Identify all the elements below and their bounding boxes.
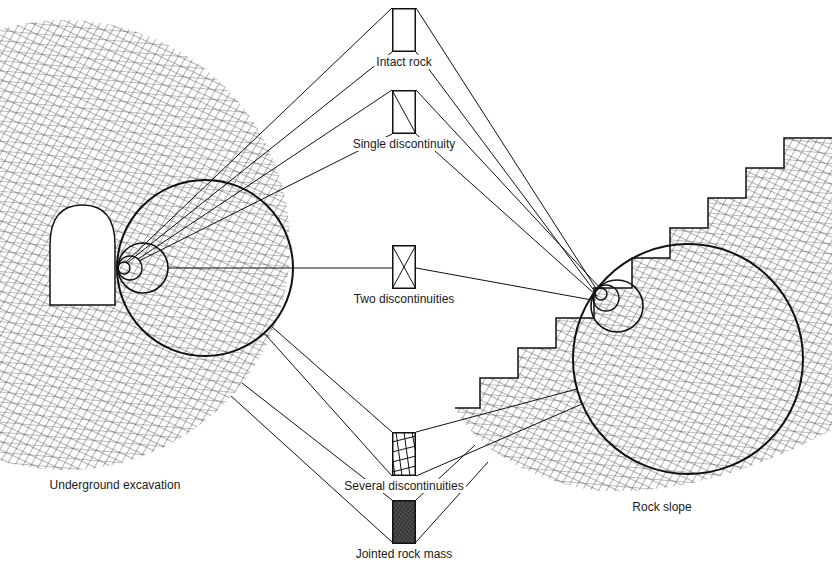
tunnel-opening (50, 205, 115, 305)
rock-sample (392, 245, 416, 289)
sample-label: Jointed rock mass (354, 547, 455, 561)
rock-sample (392, 90, 416, 134)
rock-sample-box: Two discontinuities (319, 245, 489, 306)
rock-sample (392, 8, 416, 52)
sample-label: Two discontinuities (352, 292, 457, 306)
slope-rock-mass (455, 138, 832, 491)
scale-circles (573, 244, 803, 474)
jointed-rock-disc (0, 20, 290, 470)
figure-label: Underground excavation (48, 478, 183, 492)
leader-lines (416, 8, 600, 542)
rock-sample-box: Several discontinuities (319, 432, 489, 493)
slope-benches (455, 138, 832, 408)
sample-label: Several discontinuities (342, 479, 465, 493)
leader-lines (126, 8, 392, 542)
rock-sample (392, 500, 416, 544)
sample-label: Intact rock (374, 55, 433, 69)
rock-sample (392, 432, 416, 476)
rock-sample-box: Single discontinuity (319, 90, 489, 151)
rock-sample-box: Intact rock (319, 8, 489, 69)
figure-label: Rock slope (630, 500, 693, 514)
rock-sample-box: Jointed rock mass (319, 500, 489, 561)
sample-label: Single discontinuity (351, 137, 458, 151)
